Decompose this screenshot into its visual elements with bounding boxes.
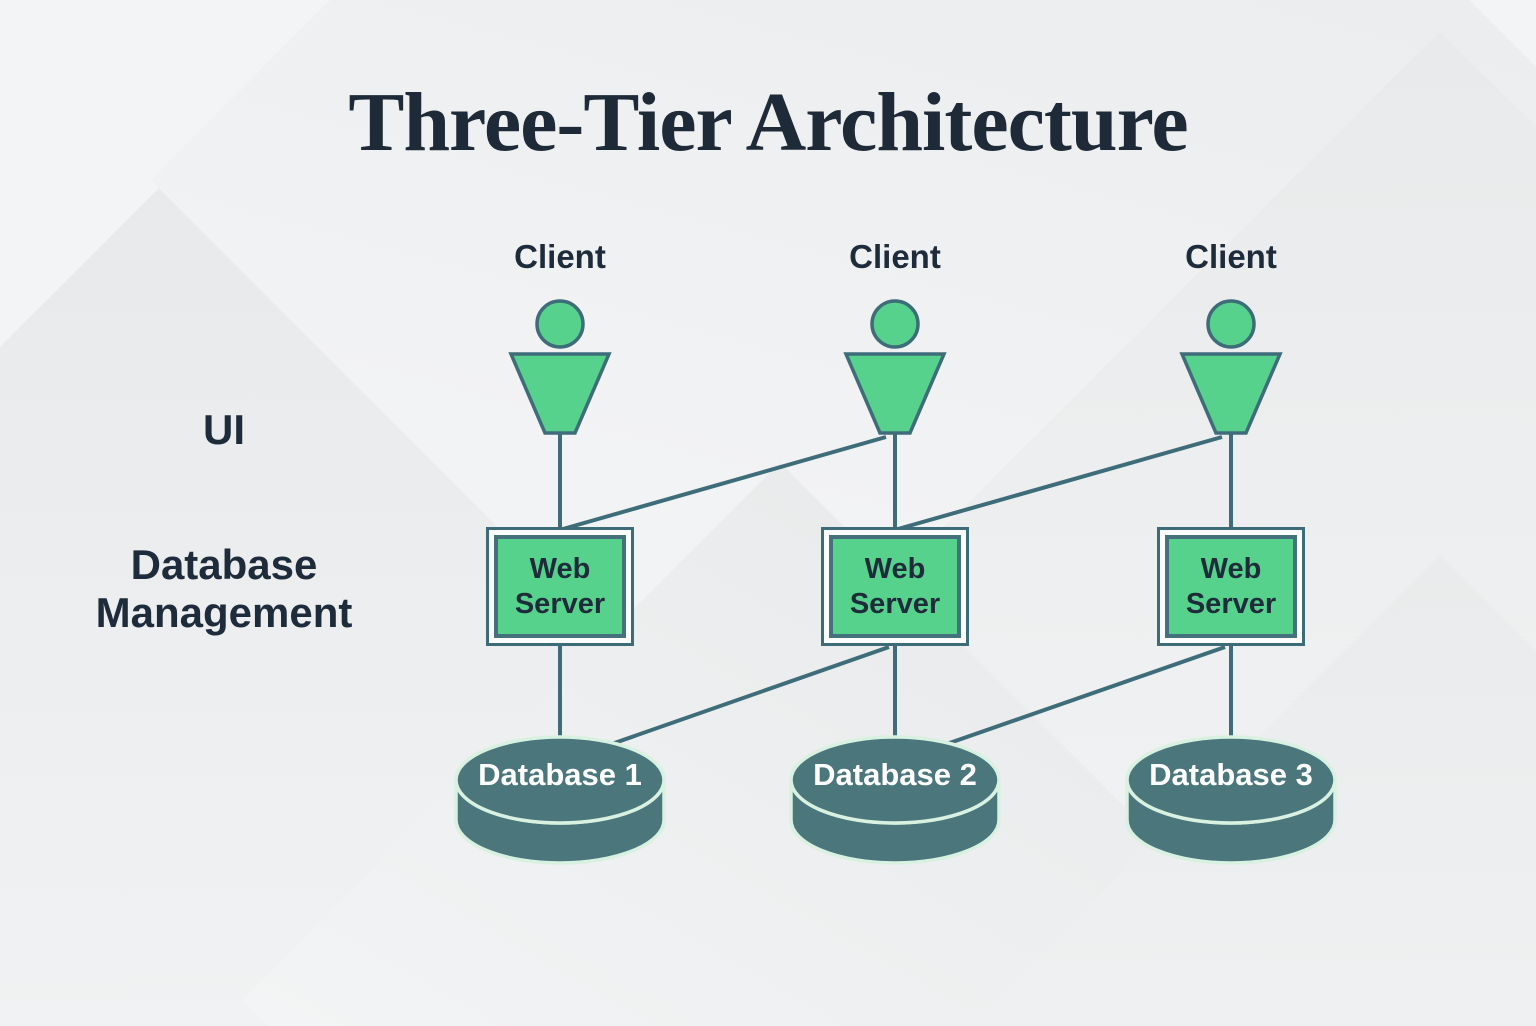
web-server3-label: Web Server: [1165, 535, 1297, 638]
client2-person-icon: [843, 299, 947, 435]
tier-label-database-management: Database Management: [95, 541, 353, 636]
web-server3-box: Web Server: [1157, 527, 1305, 646]
database2-label: Database 2: [813, 757, 977, 792]
web-server2-box: Web Server: [821, 527, 969, 646]
database2-cylinder-icon: [789, 735, 1001, 865]
page-title: Three-Tier Architecture: [348, 76, 1188, 169]
connector-server3-database2: [917, 645, 1226, 756]
client3-label: Client: [1185, 238, 1277, 275]
client2-label: Client: [849, 238, 941, 275]
tier-label-ui: UI: [203, 406, 245, 453]
database3-cylinder-icon: [1125, 735, 1337, 865]
connector-lines: [558, 433, 1233, 765]
connector-server2-database1: [582, 645, 890, 756]
client3-person-icon: [1179, 299, 1283, 435]
connector-client3-server2: [897, 435, 1223, 531]
connector-client2-server1: [562, 435, 887, 531]
client1-label: Client: [514, 238, 606, 275]
web-server1-label: Web Server: [494, 535, 626, 638]
database3-label: Database 3: [1149, 757, 1313, 792]
web-server2-label: Web Server: [829, 535, 961, 638]
database1-label: Database 1: [478, 757, 642, 792]
web-server1-box: Web Server: [486, 527, 634, 646]
client1-person-icon: [508, 299, 612, 435]
database1-cylinder-icon: [454, 735, 666, 865]
